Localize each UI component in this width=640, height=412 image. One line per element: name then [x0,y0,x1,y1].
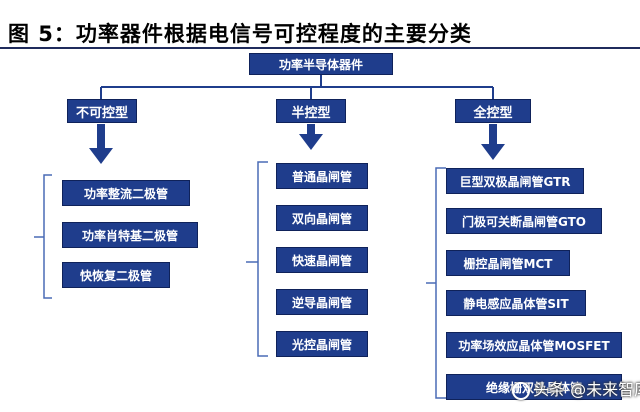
arrow-middle-head [299,134,323,150]
brace-middle [246,161,268,357]
item-mct: 栅控晶闸管MCT [446,250,570,276]
watermark: 头条 @未来智库 [512,376,640,400]
brace-left [34,174,52,299]
item-gto: 门极可关断晶闸管GTO [446,208,602,234]
item-mosfet: 功率场效应晶体管MOSFET [446,332,622,358]
category-fully-controlled: 全控型 [455,99,531,123]
item-bidirectional-thyristor: 双向晶闸管 [276,205,368,231]
arrow-right-head [481,144,505,160]
item-gtr: 巨型双极晶闸管GTR [446,168,584,194]
watermark-text: 头条 @未来智库 [533,380,640,399]
item-fast-thyristor: 快速晶闸管 [276,247,368,273]
item-fast-recovery-diode: 快恢复二极管 [62,262,170,288]
item-power-schottky-diode: 功率肖特基二极管 [62,222,198,248]
arrow-left-head [89,148,113,164]
item-reverse-conducting-thyristor: 逆导晶闸管 [276,289,368,315]
root-node: 功率半导体器件 [249,53,393,75]
item-sit: 静电感应晶体管SIT [446,290,586,316]
figure-title: 图 5：功率器件根据电信号可控程度的主要分类 [8,22,472,46]
category-semi-controlled: 半控型 [276,99,346,123]
title-underline [0,47,640,49]
item-light-triggered-thyristor: 光控晶闸管 [276,331,368,357]
category-uncontrolled: 不可控型 [67,99,137,123]
item-ordinary-thyristor: 普通晶闸管 [276,163,368,189]
watermark-logo-icon [512,381,530,400]
item-power-rectifier-diode: 功率整流二极管 [62,180,190,206]
brace-right [426,167,446,399]
item-igbt: 绝缘栅双极晶体管 [446,374,622,400]
